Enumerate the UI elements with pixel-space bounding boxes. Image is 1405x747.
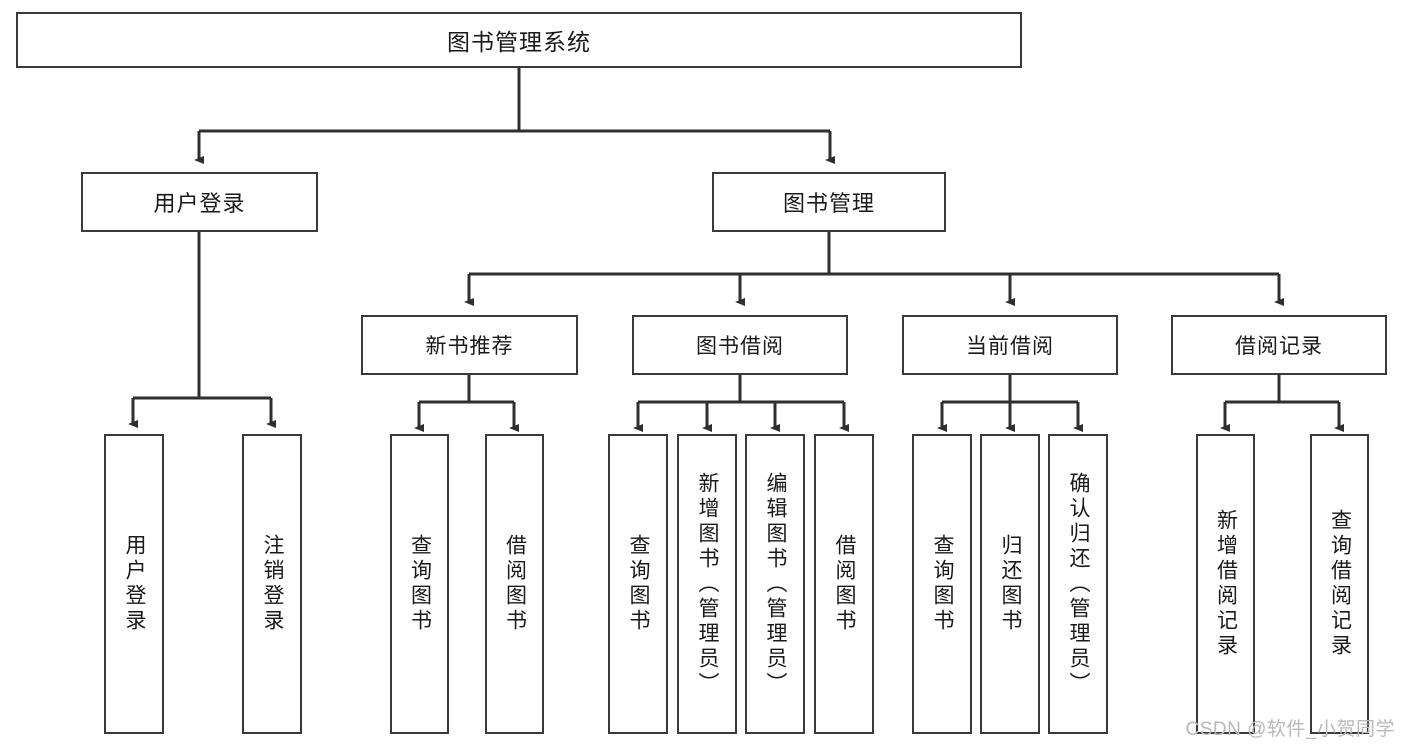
node-label: 图书管理 (782, 191, 875, 216)
leaf-query-book-recommend[interactable]: 查询图书 (390, 434, 449, 734)
node-label: 查询图书 (627, 534, 651, 634)
leaf-borrow-book-recommend[interactable]: 借阅图书 (485, 434, 544, 734)
leaf-return-book[interactable]: 归还图书 (980, 434, 1040, 734)
leaf-add-book-admin[interactable]: 新增图书（管理员） (677, 434, 737, 734)
node-label: 新增借阅记录 (1214, 509, 1238, 659)
leaf-user-login[interactable]: 用户登录 (104, 434, 164, 734)
node-label: 借阅图书 (503, 534, 527, 634)
node-book-management[interactable]: 图书管理 (712, 172, 946, 232)
node-current-borrow[interactable]: 当前借阅 (902, 315, 1118, 375)
node-label: 图书管理系统 (447, 29, 591, 55)
node-label: 查询图书 (408, 534, 432, 634)
node-label: 注销登录 (261, 534, 285, 634)
node-label: 查询图书 (931, 534, 955, 634)
leaf-edit-book-admin[interactable]: 编辑图书（管理员） (745, 434, 805, 734)
node-label: 用户登录 (123, 534, 147, 634)
node-user-login[interactable]: 用户登录 (81, 172, 318, 232)
node-label: 用户登录 (153, 191, 246, 216)
node-label: 新书推荐 (425, 335, 514, 358)
node-label: 新增图书（管理员） (696, 471, 720, 697)
node-book-borrow[interactable]: 图书借阅 (632, 315, 848, 375)
leaf-logout[interactable]: 注销登录 (242, 434, 302, 734)
node-label: 查询借阅记录 (1328, 509, 1352, 659)
node-label: 当前借阅 (966, 335, 1054, 358)
leaf-query-borrow-record[interactable]: 查询借阅记录 (1310, 434, 1369, 734)
leaf-query-book-current[interactable]: 查询图书 (912, 434, 972, 734)
leaf-confirm-return-admin[interactable]: 确认归还（管理员） (1048, 434, 1108, 734)
node-label: 归还图书 (999, 534, 1023, 634)
node-book-management-system[interactable]: 图书管理系统 (16, 12, 1022, 68)
node-label: 确认归还（管理员） (1067, 471, 1091, 697)
node-borrow-record[interactable]: 借阅记录 (1171, 315, 1387, 375)
leaf-borrow-book[interactable]: 借阅图书 (814, 434, 874, 734)
node-label: 编辑图书（管理员） (764, 471, 788, 697)
node-label: 图书借阅 (696, 335, 784, 358)
node-label: 借阅图书 (833, 534, 857, 634)
node-new-book-recommend[interactable]: 新书推荐 (361, 315, 578, 375)
leaf-add-borrow-record[interactable]: 新增借阅记录 (1196, 434, 1255, 734)
node-label: 借阅记录 (1235, 335, 1323, 358)
leaf-query-book-borrow[interactable]: 查询图书 (608, 434, 668, 734)
